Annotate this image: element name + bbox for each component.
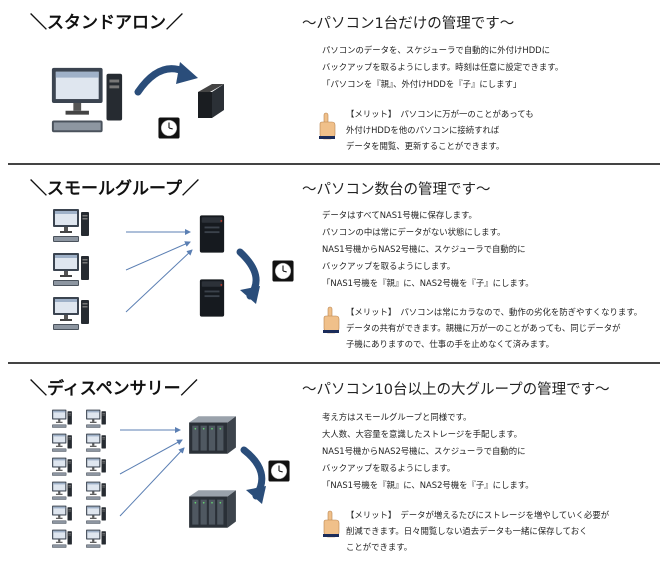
merit-text: 【メリット】 データが増えるたびにストレージを増やしていく必要が 削減できます。… xyxy=(346,507,656,555)
desktop-computer-icon xyxy=(52,529,72,548)
desktop-computer-icon xyxy=(53,209,89,242)
description-line: 「NAS1号機を『親』に、NAS2号機を『子』にします。 xyxy=(322,278,534,288)
desktop-computer-icon xyxy=(86,505,106,524)
dispensary-diagram xyxy=(52,409,290,548)
merit-text: 【メリット】 パソコンに万が一のことがあっても 外付けHDDを他のパソコンに接続… xyxy=(346,106,656,154)
desktop-computer-icon xyxy=(52,505,72,524)
desktop-computer-icon xyxy=(52,481,72,500)
merit-line: 【メリット】 パソコンは常にカラなので、動作の劣化を防ぎやすくなります。 xyxy=(346,307,643,317)
small-group-diagram xyxy=(53,209,294,330)
merit-line: データの共有ができます。親機に万が一のことがあっても、同じデータが xyxy=(346,323,621,333)
merit-text: 【メリット】 パソコンは常にカラなので、動作の劣化を防ぎやすくなります。 データ… xyxy=(346,304,656,352)
curved-arrow-icon xyxy=(236,248,260,304)
description-line: バックアップを取るようにします。 xyxy=(322,261,456,271)
desktop-computer-icon xyxy=(52,457,72,476)
clock-icon xyxy=(272,260,294,282)
nas-icon xyxy=(199,279,225,317)
section-subheading: ～パソコン10台以上の大グループの管理です～ xyxy=(302,382,610,398)
section-divider xyxy=(8,163,660,165)
pointing-hand-icon xyxy=(318,112,336,140)
clock-icon xyxy=(158,117,180,139)
description-line: 「パソコンを『親』、外付けHDDを『子』にします」 xyxy=(322,79,522,89)
description-line: NAS1号機からNAS2号機に、スケジューラで自動的に xyxy=(322,446,526,456)
section-heading: ＼スタンドアロン／ xyxy=(30,13,183,33)
external-hdd-icon xyxy=(198,84,224,118)
merit-line: 外付けHDDを他のパソコンに接続すれば xyxy=(346,125,500,135)
curved-arrow-icon xyxy=(134,62,198,96)
section-divider xyxy=(8,362,660,364)
desktop-computer-icon xyxy=(86,481,106,500)
desktop-computer-icon xyxy=(53,297,89,330)
description-line: バックアップを取るようにします。 xyxy=(322,463,456,473)
desktop-computer-icon xyxy=(51,67,123,133)
description-line: 「NAS1号機を『親』に、NAS2号機を『子』にします。 xyxy=(322,480,534,490)
section-standalone: ＼スタンドアロン／ ～パソコン1台だけの管理です～ パソコンのデータを、スケジュ… xyxy=(0,0,667,165)
description-line: 考え方はスモールグループと同様です。 xyxy=(322,412,472,422)
desktop-computer-icon xyxy=(86,409,106,428)
pointing-hand-icon xyxy=(322,306,340,334)
pointing-hand-icon xyxy=(322,510,340,538)
section-small-group: ＼スモールグループ／ ～パソコン数台の管理です～ データはすべてNAS1号機に保… xyxy=(0,166,667,364)
section-dispensary: ＼ディスペンサリー／ ～パソコン10台以上の大グループの管理です～ 考え方はスモ… xyxy=(0,364,667,561)
clock-icon xyxy=(268,460,290,482)
merit-line: 【メリット】 データが増えるたびにストレージを増やしていく必要が xyxy=(346,510,610,520)
section-heading: ＼スモールグループ／ xyxy=(30,179,199,199)
desktop-computer-icon xyxy=(86,433,106,452)
description-line: バックアップを取るようにします。時刻は任意に設定できます。 xyxy=(322,62,564,72)
section-subheading: ～パソコン1台だけの管理です～ xyxy=(302,16,515,32)
merit-line: 削減できます。日々閲覧しない過去データも一緒に保存しておく xyxy=(346,526,588,536)
desktop-computer-icon xyxy=(52,409,72,428)
description-line: 大人数、大容量を意識したストレージを手配します。 xyxy=(322,429,522,439)
nas-icon xyxy=(189,490,236,528)
merit-line: 子機にありますので、仕事の手を止めなくて済みます。 xyxy=(346,339,554,349)
section-description: データはすべてNAS1号機に保存します。 パソコンの中は常にデータがない状態にし… xyxy=(322,207,662,292)
desktop-computer-icon xyxy=(86,457,106,476)
arrow-icon xyxy=(119,427,185,517)
section-subheading: ～パソコン数台の管理です～ xyxy=(302,182,491,198)
merit-line: データを閲覧、更新することができます。 xyxy=(346,141,505,151)
curved-arrow-icon xyxy=(240,446,266,504)
desktop-computer-icon xyxy=(86,529,106,548)
section-description: 考え方はスモールグループと同様です。 大人数、大容量を意識したストレージを手配し… xyxy=(322,409,662,494)
desktop-computer-icon xyxy=(52,433,72,452)
description-line: NAS1号機からNAS2号機に、スケジューラで自動的に xyxy=(322,244,526,254)
merit-line: ことができます。 xyxy=(346,542,413,552)
nas-icon xyxy=(189,416,236,454)
section-heading: ＼ディスペンサリー／ xyxy=(30,379,198,399)
desktop-computer-icon xyxy=(53,253,89,286)
standalone-diagram xyxy=(51,62,224,139)
description-line: データはすべてNAS1号機に保存します。 xyxy=(322,210,477,220)
merit-line: 【メリット】 パソコンに万が一のことがあっても xyxy=(346,109,534,119)
arrow-icon xyxy=(125,229,193,313)
description-line: パソコンのデータを、スケジューラで自動的に外付けHDDに xyxy=(322,45,550,55)
description-line: パソコンの中は常にデータがない状態にします。 xyxy=(322,227,506,237)
nas-icon xyxy=(199,215,225,253)
section-description: パソコンのデータを、スケジューラで自動的に外付けHDDに バックアップを取るよう… xyxy=(322,42,662,93)
